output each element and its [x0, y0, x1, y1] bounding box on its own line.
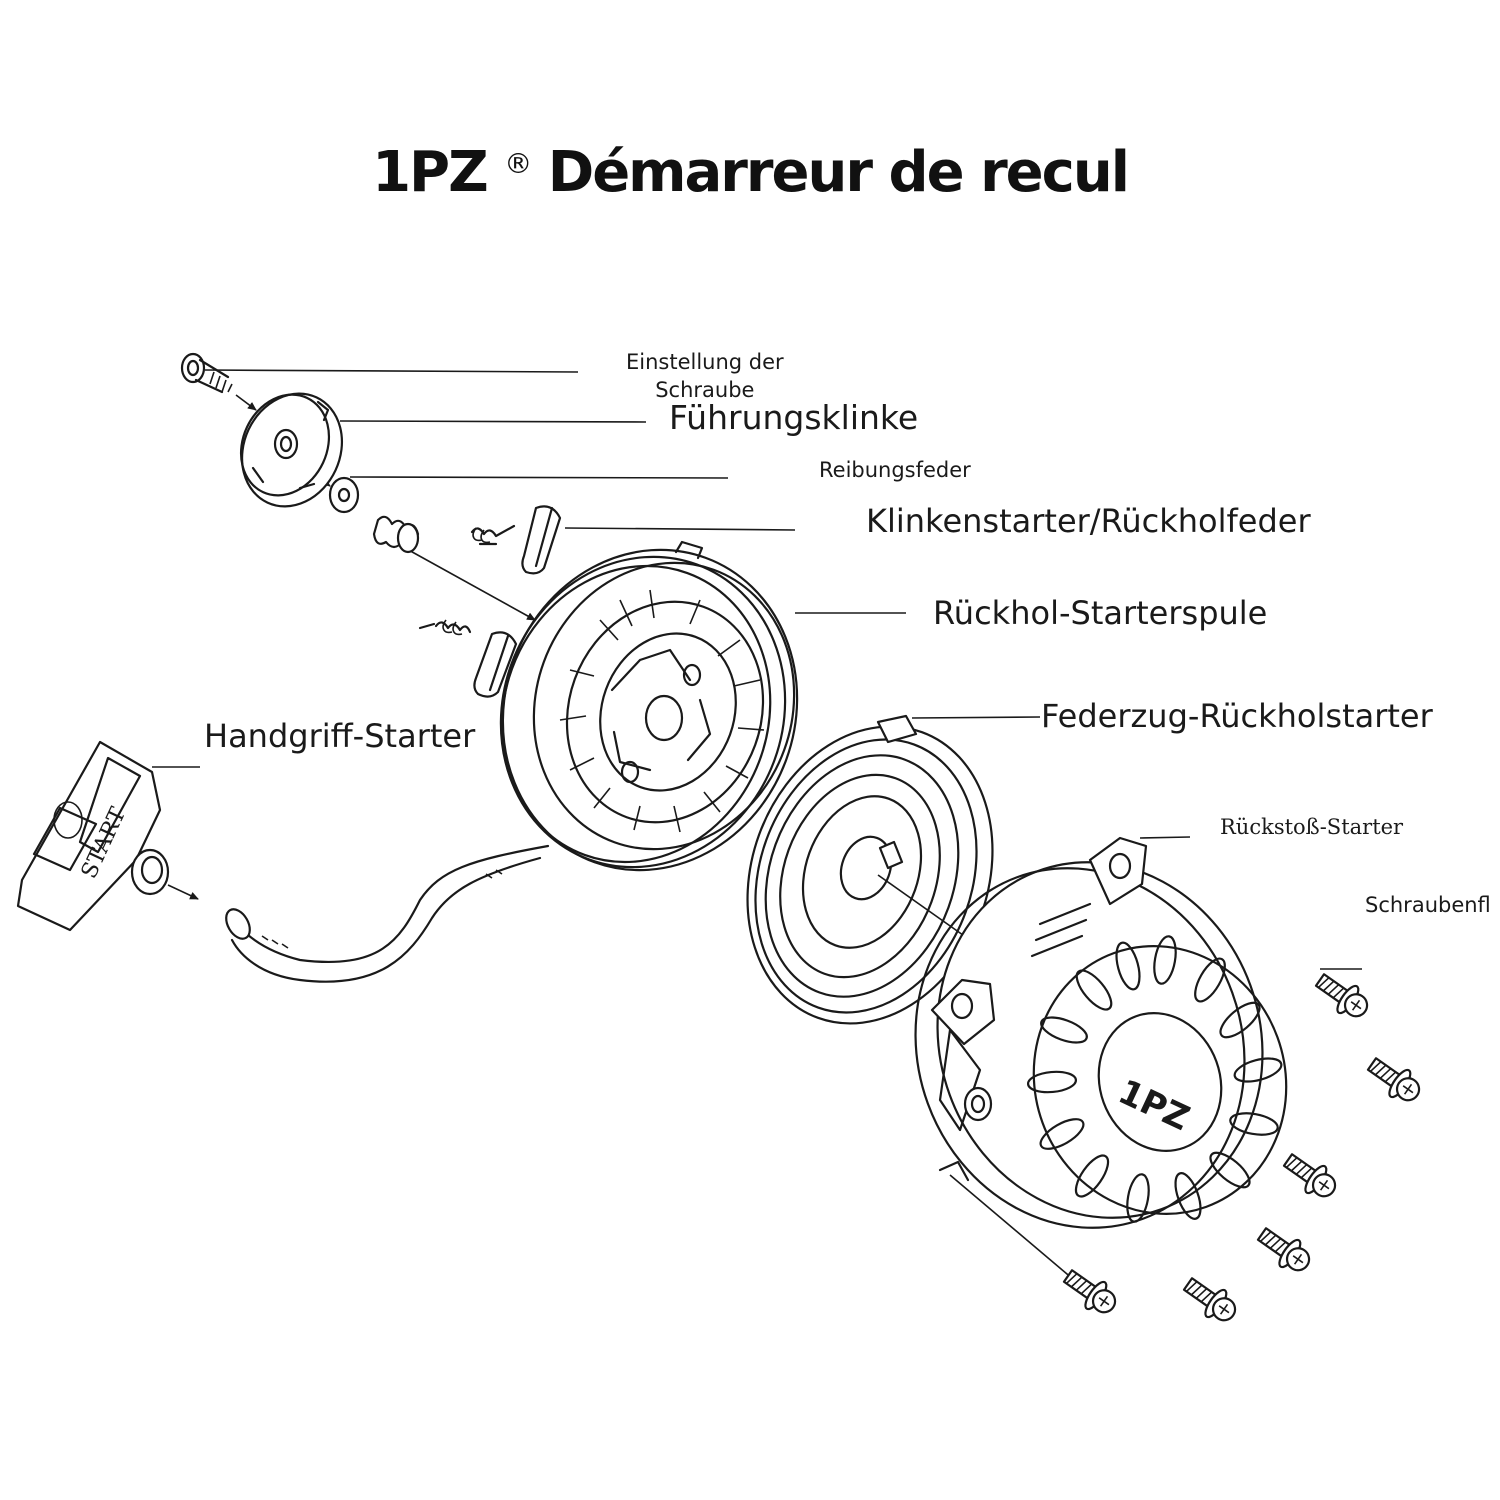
label-adjustment-screw-line1: Einstellung der [626, 350, 784, 374]
bolt-1 [1314, 973, 1369, 1018]
starter-rope-part [225, 844, 550, 983]
registered-mark: ® [504, 147, 532, 180]
adjustment-screw-part [180, 352, 233, 394]
arrow-spring [404, 547, 536, 621]
label-handle-starter: Handgriff-Starter [204, 717, 476, 755]
leader-pawl [339, 420, 647, 423]
title-brand: 1PZ [372, 140, 489, 205]
label-ratchet-return-spring: Klinkenstarter/Rückholfeder [866, 502, 1311, 540]
title-text: Démarreur de recul [547, 140, 1130, 205]
page-title: 1PZ ® Démarreur de recul [0, 140, 1500, 205]
starter-spool-part [499, 540, 799, 872]
label-friction-spring: Reibungsfeder [819, 458, 971, 482]
ratchet-pawls-part [418, 505, 562, 698]
leader-housing [1139, 836, 1191, 839]
flange-bolts-part [1062, 973, 1421, 1322]
bolt-4 [1256, 1227, 1311, 1272]
label-starter-spool: Rückhol-Starterspule [933, 594, 1268, 632]
arrow-recoil-spring [877, 874, 971, 941]
leader-lines [152, 369, 1362, 970]
leader-ratchet [564, 527, 796, 531]
label-flange-bolts: Schraubenfl [1365, 893, 1491, 917]
bolt-5 [1182, 1277, 1237, 1322]
leader-spring [911, 716, 1041, 719]
label-guide-pawl: Führungsklinke [669, 398, 919, 437]
bolt-2 [1366, 1057, 1421, 1102]
arrow-handle [167, 884, 199, 900]
housing-vents [1026, 902, 1283, 1223]
bolt-6 [1062, 1269, 1117, 1314]
leader-housing-bolt [949, 1174, 1081, 1286]
label-adjustment-screw-line2: Schraube [655, 378, 755, 402]
label-adjustment-screw: Einstellung der Schraube [626, 348, 784, 404]
leader-screw [204, 369, 579, 373]
starter-handle-part: START [16, 740, 170, 932]
friction-spring-part [372, 515, 420, 554]
arrow-screw [235, 394, 257, 411]
recoil-housing-part: 1PZ [914, 836, 1288, 1286]
leader-friction [349, 476, 729, 479]
friction-washer-part [328, 476, 360, 514]
label-spring-recoil-starter: Federzug-Rückholstarter [1041, 697, 1433, 735]
label-recoil-starter-housing: Rückstoß-Starter [1220, 815, 1404, 839]
bolt-3 [1282, 1153, 1337, 1198]
guide-pawl-part [239, 392, 344, 508]
